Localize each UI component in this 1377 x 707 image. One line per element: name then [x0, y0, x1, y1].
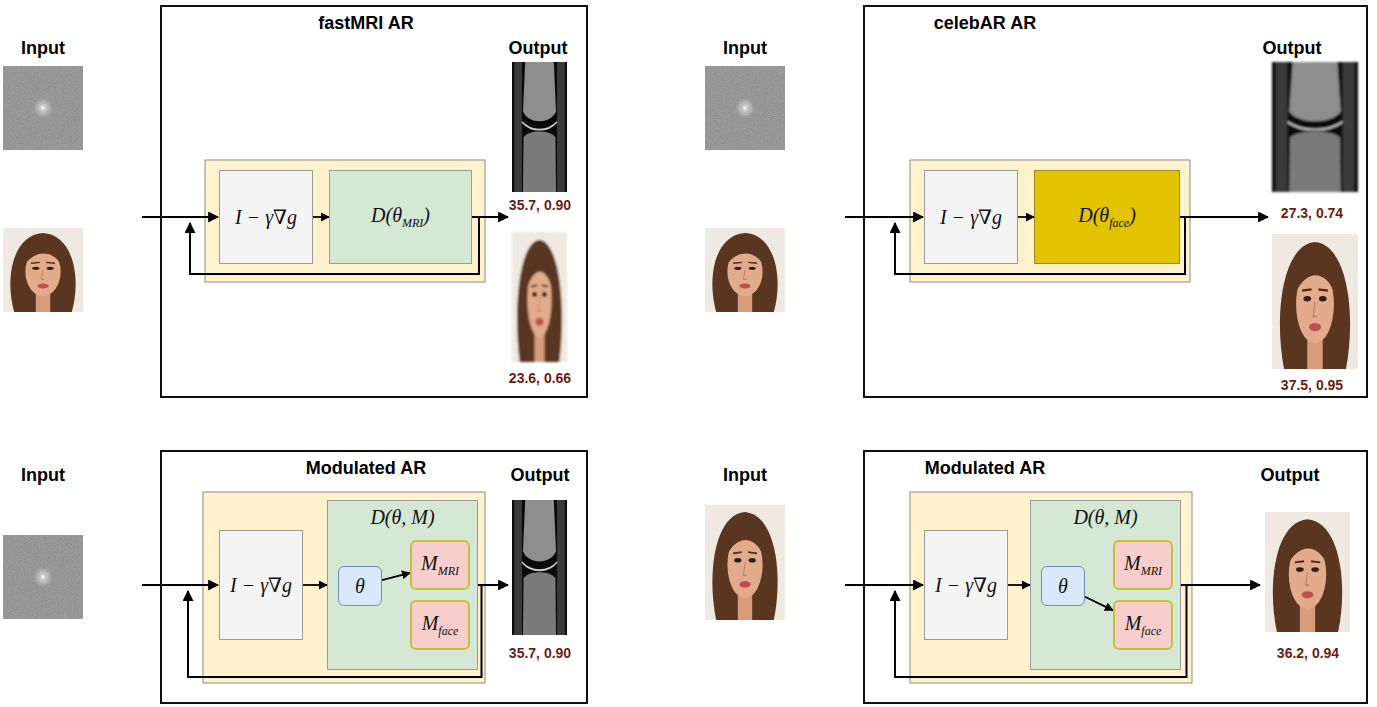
modulated-denoiser-box: D(θ, M) θ MMRI Mface: [327, 500, 478, 670]
output-arrow: [1181, 584, 1260, 586]
connector-arrow: [382, 573, 410, 580]
kspace-image: [3, 535, 83, 619]
knee-image: [1272, 62, 1358, 192]
connector-arrow: [1018, 216, 1034, 218]
panel-title: Modulated AR: [306, 458, 426, 479]
subscript: MRI: [402, 216, 423, 230]
io-label: Output: [1263, 38, 1322, 59]
output-arrow: [1180, 216, 1268, 218]
denoiser-box: D(θface): [1034, 170, 1180, 264]
parameter-box: θ: [1041, 566, 1085, 606]
panel-title: celebAR AR: [934, 13, 1036, 34]
output-arrow: [478, 584, 508, 586]
gradient-step-box: I − γ∇g: [924, 170, 1018, 264]
math-label: MMRI: [421, 552, 459, 579]
io-label: Output: [1261, 465, 1320, 486]
score-label: 37.5, 0.95: [1279, 377, 1345, 393]
score-label: 35.7, 0.90: [507, 197, 573, 213]
math-label: MMRI: [1124, 552, 1162, 579]
denoiser-box: D(θMRI): [329, 170, 472, 264]
math-label: θ: [1058, 575, 1068, 598]
io-label: Input: [21, 38, 65, 59]
io-label: Input: [723, 465, 767, 486]
subscript: face: [438, 624, 458, 638]
math-label: D(θMRI): [371, 204, 430, 231]
math-label: I − γ∇g: [940, 205, 1002, 229]
io-label: Output: [509, 38, 568, 59]
math-label: Mface: [1125, 612, 1162, 639]
knee-image: [512, 62, 567, 192]
face-image: [1272, 234, 1358, 369]
io-label: Input: [723, 38, 767, 59]
subscript: MRI: [438, 564, 459, 578]
panel-title: fastMRI AR: [318, 13, 413, 34]
math-label: θ: [355, 575, 365, 598]
output-arrow: [472, 216, 508, 218]
math-label: I − γ∇g: [230, 573, 292, 597]
math-label: I − γ∇g: [235, 205, 297, 229]
subscript: MRI: [1141, 564, 1162, 578]
math-label: D(θ, M): [370, 506, 434, 529]
modulation-box: MMRI: [410, 540, 470, 590]
face-image: [3, 228, 83, 312]
input-arrow: [845, 584, 923, 586]
modulation-box: MMRI: [1113, 540, 1173, 590]
connector-arrow: [303, 584, 327, 586]
denoiser-fill: [327, 500, 478, 670]
modulated-denoiser-box: D(θ, M) θ MMRI Mface: [1030, 500, 1181, 670]
loop-block: [910, 492, 1192, 683]
subscript: face: [1109, 216, 1129, 230]
math-label: D(θface): [1078, 204, 1136, 231]
math-label: Mface: [422, 612, 459, 639]
score-label: 23.6, 0.66: [507, 370, 573, 386]
gradient-step-box: I − γ∇g: [219, 530, 303, 640]
io-label: Output: [511, 465, 570, 486]
parameter-box: θ: [338, 566, 382, 606]
connector-arrow: [313, 216, 329, 218]
gradient-step-box: I − γ∇g: [219, 170, 313, 264]
kspace-image: [705, 66, 785, 150]
input-arrow: [845, 216, 923, 218]
face-image: [705, 228, 785, 312]
score-label: 27.3, 0.74: [1279, 205, 1345, 221]
gradient-step-box: I − γ∇g: [924, 530, 1008, 640]
input-arrow: [142, 584, 218, 586]
kspace-image: [3, 66, 83, 150]
face-image: [512, 232, 567, 362]
loop-block: [205, 160, 485, 282]
panel-title: Modulated AR: [925, 458, 1045, 479]
io-label: Input: [21, 465, 65, 486]
modulation-box: Mface: [1113, 600, 1173, 650]
math-label: I − γ∇g: [935, 573, 997, 597]
score-label: 35.7, 0.90: [507, 645, 573, 661]
score-label: 36.2, 0.94: [1275, 645, 1341, 661]
denoiser-fill: [1030, 500, 1181, 670]
panel-frame: Modulated AR I − γ∇g D(θ, M) θ MMRI Mface: [160, 450, 588, 704]
input-arrow: [142, 216, 218, 218]
knee-image: [512, 500, 567, 635]
math-label: D(θ, M): [1073, 506, 1137, 529]
face-image: [1265, 512, 1350, 632]
modulation-box: Mface: [410, 600, 470, 650]
loop-block: [910, 160, 1190, 282]
connector-arrow: [1008, 584, 1030, 586]
panel-frame: Modulated AR I − γ∇g D(θ, M) θ MMRI Mface: [863, 450, 1368, 704]
face-image: [705, 505, 785, 620]
subscript: face: [1141, 624, 1161, 638]
loop-block: [203, 492, 485, 683]
connector-arrow: [1085, 597, 1113, 611]
panel-frame: celebAR AR I − γ∇g D(θface): [863, 5, 1368, 398]
